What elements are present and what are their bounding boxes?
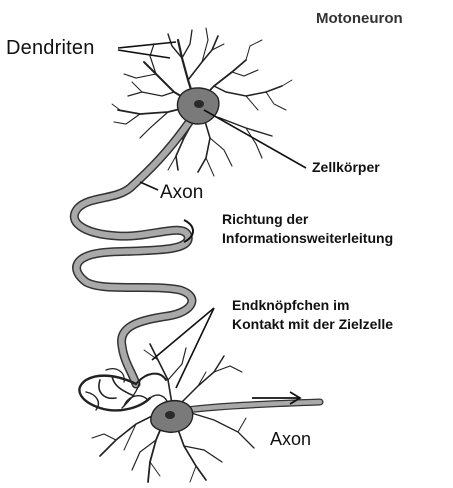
lower-nucleus	[165, 411, 175, 419]
label-richtung-line1: Richtung der	[222, 210, 393, 229]
label-axon-bottom: Axon	[270, 429, 311, 450]
label-endknoepfchen: Endknöpfchen im Kontakt mit der Zielzell…	[232, 296, 393, 334]
page-title: Motoneuron	[316, 10, 403, 27]
label-endknoepfchen-line2: Kontakt mit der Zielzelle	[232, 315, 393, 334]
label-axon-top: Axon	[160, 182, 203, 204]
label-zellkoerper: Zellkörper	[312, 159, 380, 175]
lower-cell-body	[151, 401, 193, 433]
upper-nucleus	[194, 100, 204, 108]
label-endknoepfchen-line1: Endknöpfchen im	[232, 296, 393, 315]
label-richtung-line2: Informationsweiterleitung	[222, 229, 393, 248]
axon-terminals	[79, 369, 168, 411]
label-richtung: Richtung der Informationsweiterleitung	[222, 210, 393, 248]
label-dendriten: Dendriten	[6, 37, 95, 60]
upper-cell-body	[177, 88, 218, 124]
